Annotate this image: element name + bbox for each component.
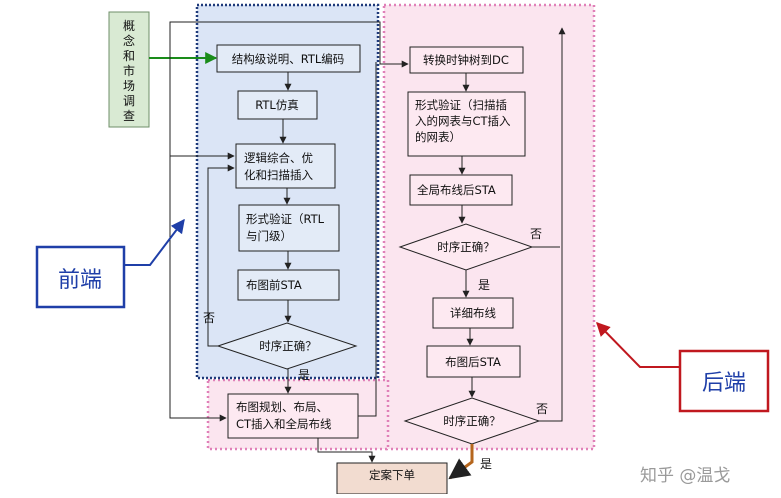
watermark: 知乎 @温戈 bbox=[640, 466, 730, 486]
synth-label-1: 逻辑综合、优 bbox=[244, 151, 313, 165]
frontend-label: 前端 bbox=[58, 268, 102, 293]
fv2-box bbox=[407, 91, 526, 157]
floorplan-box bbox=[227, 393, 359, 439]
arch-rtl-label: 结构级说明、RTL编码 bbox=[232, 52, 345, 66]
backend-pointer bbox=[596, 321, 680, 368]
detail-route-label: 详细布线 bbox=[450, 306, 496, 320]
frontend-pointer bbox=[124, 218, 185, 266]
signoff-box bbox=[336, 462, 448, 495]
concept-box bbox=[108, 11, 150, 128]
floorplan-label-1: 布图规划、布局、 bbox=[236, 400, 328, 414]
backend-label-box bbox=[678, 349, 770, 413]
post-global-sta-box bbox=[409, 174, 513, 206]
timing-check-2-label: 时序正确？ bbox=[437, 240, 495, 254]
detail-route-box bbox=[432, 297, 514, 329]
arch-rtl-box bbox=[216, 44, 361, 73]
edge-yes-1: 是 bbox=[298, 368, 310, 382]
post-sta-label: 布图后STA bbox=[445, 355, 501, 369]
synth-box bbox=[235, 143, 336, 189]
cts-dc-box bbox=[409, 46, 524, 74]
fv2-label-2: 入的网表与CT插入 bbox=[415, 114, 511, 128]
synth-label-2: 化和扫描插入 bbox=[244, 168, 313, 182]
rtl-sim-box bbox=[237, 90, 318, 120]
connectors bbox=[149, 21, 566, 463]
floorplan-label-2: CT插入和全局布线 bbox=[236, 417, 332, 431]
backend-label: 后端 bbox=[702, 371, 746, 396]
edge-no-3: 否 bbox=[536, 402, 548, 416]
pre-sta-label: 布图前STA bbox=[246, 278, 302, 292]
pre-sta-box bbox=[237, 269, 340, 301]
edge-no-2: 否 bbox=[530, 227, 542, 241]
edge-no-1: 否 bbox=[203, 311, 215, 325]
edge-yes-3: 是 bbox=[480, 457, 492, 471]
post-sta-box bbox=[426, 345, 521, 378]
fv1-label-1: 形式验证（RTL bbox=[246, 212, 325, 226]
timing-check-1-label: 时序正确？ bbox=[259, 339, 317, 353]
rtl-sim-label: RTL仿真 bbox=[255, 98, 299, 112]
concept-label: 概念和市场调查 bbox=[123, 19, 135, 123]
edge-yes-2: 是 bbox=[478, 278, 490, 292]
post-global-sta-label: 全局布线后STA bbox=[417, 183, 496, 197]
yes-arrow-signoff bbox=[448, 444, 474, 480]
fv1-box bbox=[238, 204, 340, 252]
fv2-label-3: 的网表） bbox=[415, 130, 461, 144]
signoff-label: 定案下单 bbox=[369, 468, 415, 482]
timing-check-1 bbox=[216, 322, 358, 370]
fv1-label-2: 与门级） bbox=[246, 229, 292, 243]
frontend-label-box bbox=[35, 245, 126, 309]
fv2-label-1: 形式验证（扫描插 bbox=[415, 98, 507, 112]
timing-check-3-label: 时序正确？ bbox=[443, 414, 501, 428]
cts-dc-label: 转换时钟树到DC bbox=[423, 53, 509, 67]
